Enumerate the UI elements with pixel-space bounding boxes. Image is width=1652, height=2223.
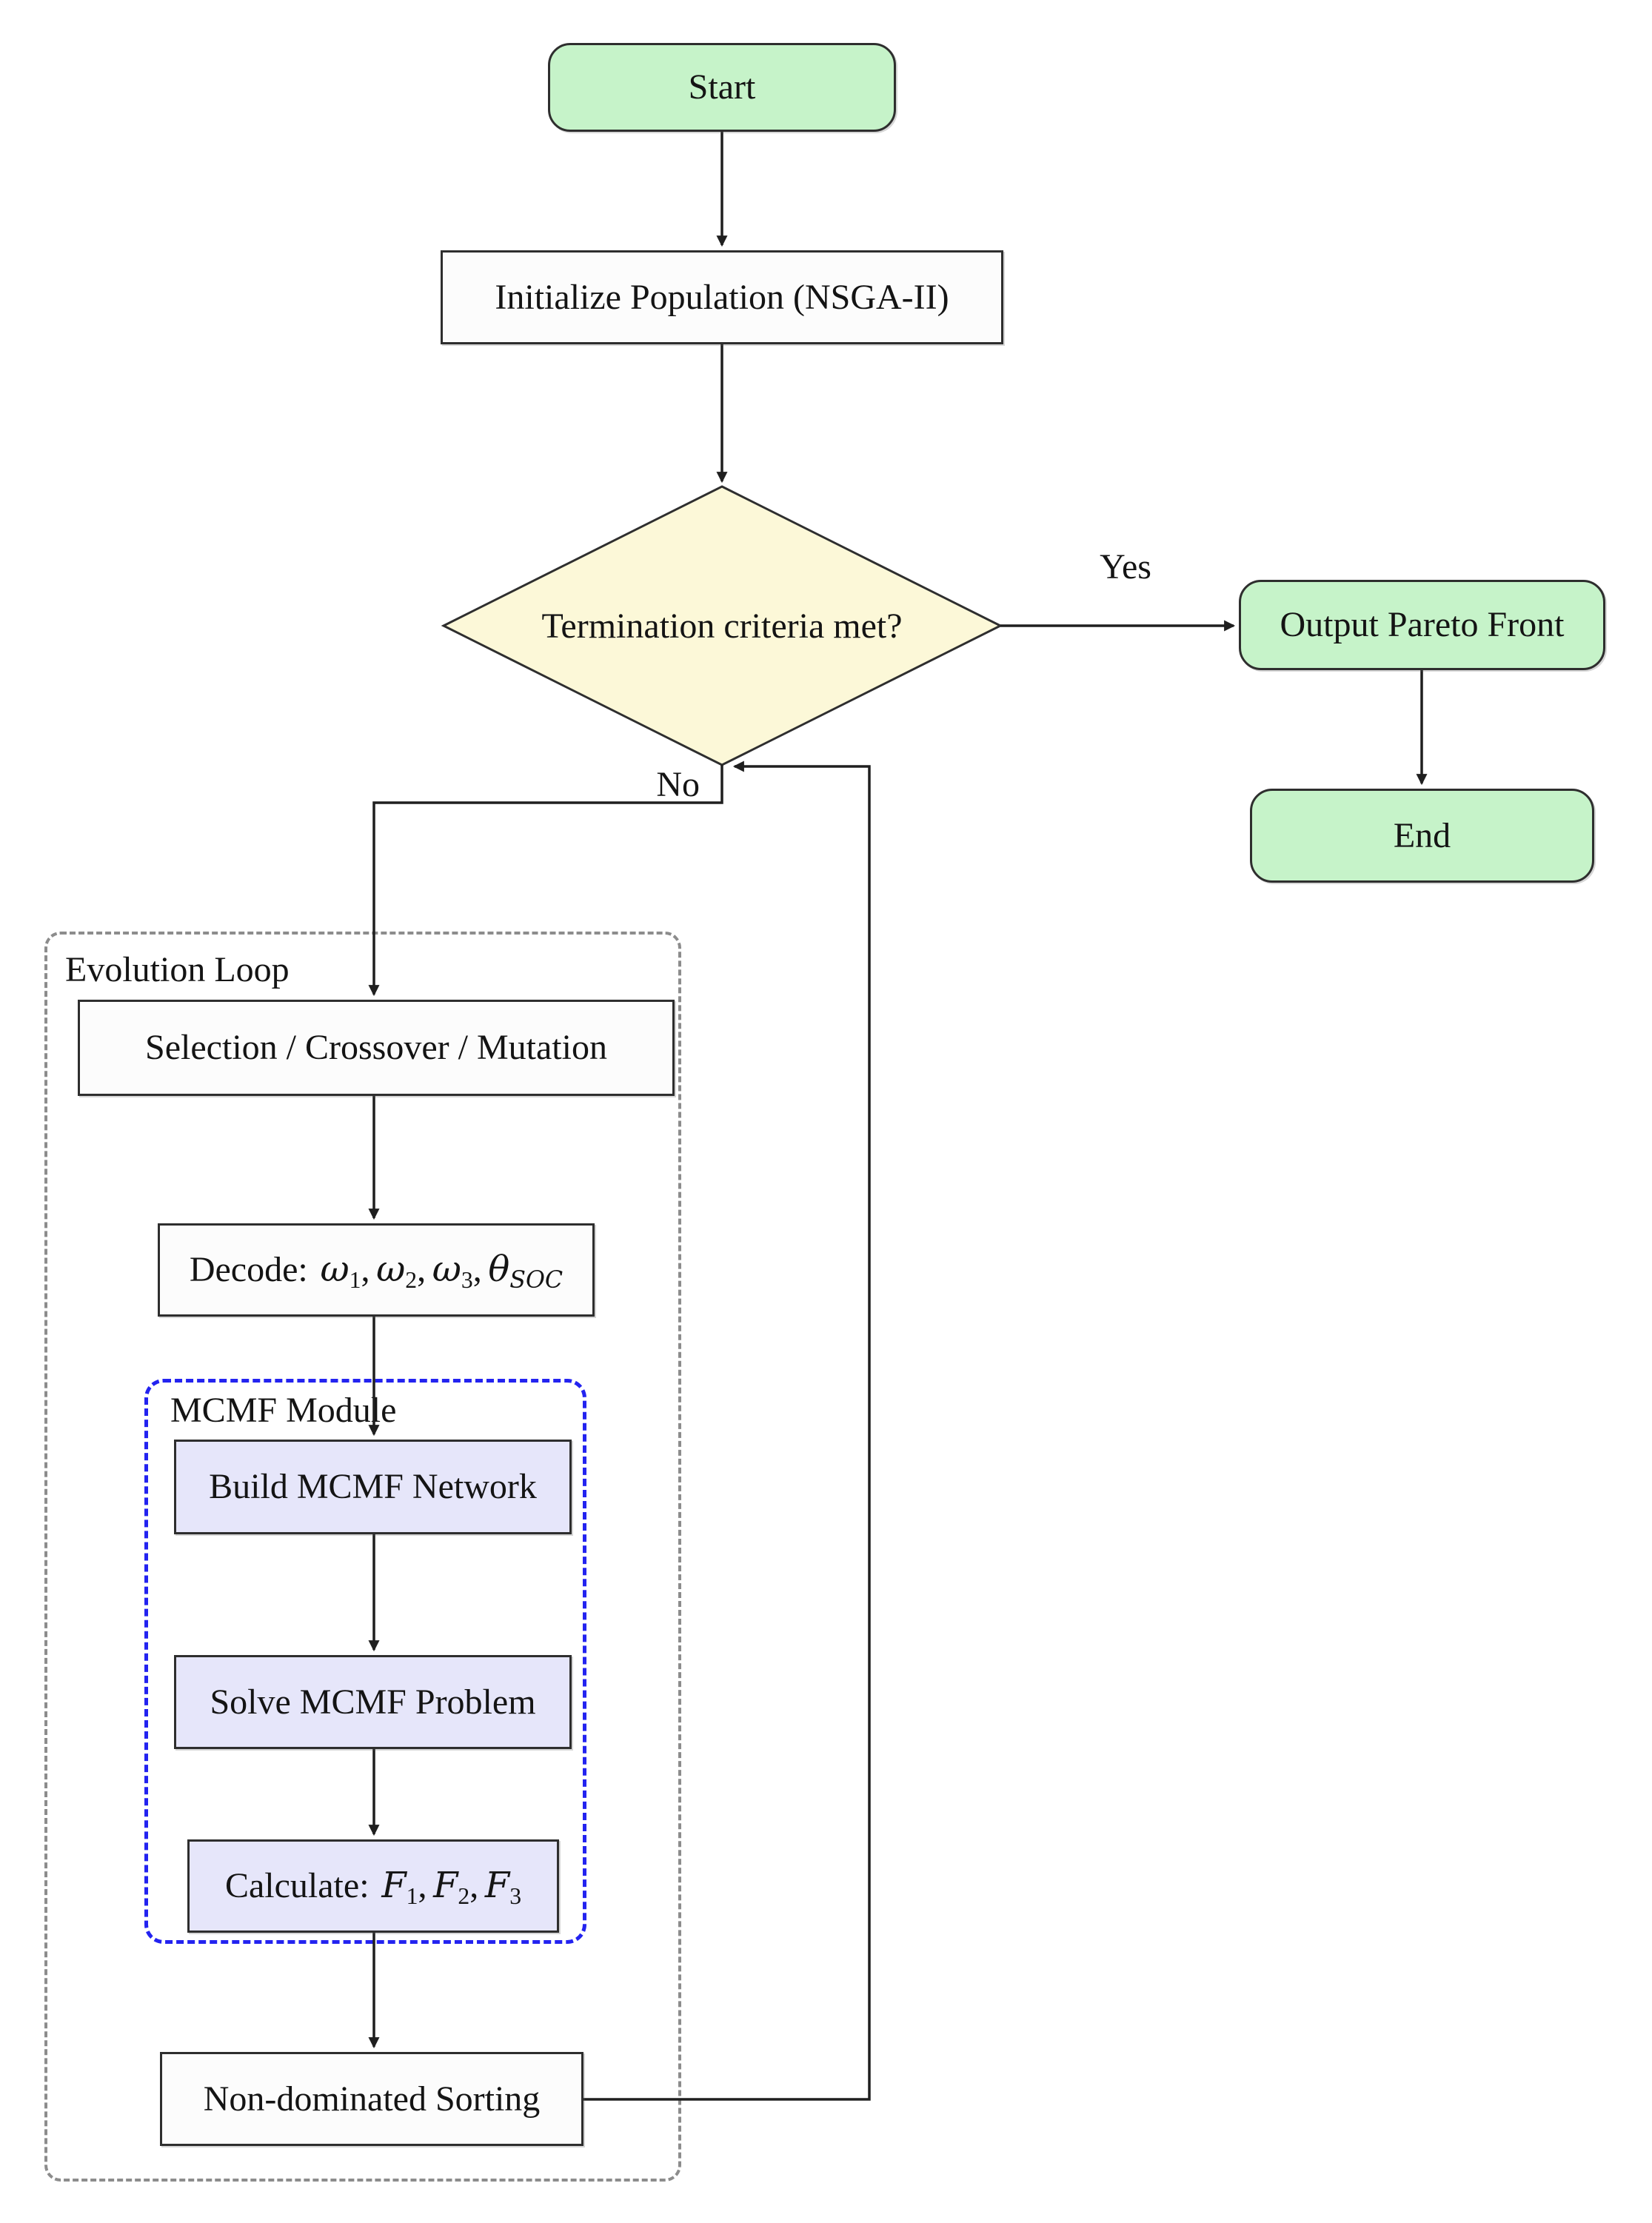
evolution-loop-label: Evolution Loop — [65, 950, 290, 989]
selection-crossover-mutation-label: Selection / Crossover / Mutation — [145, 1028, 607, 1068]
decode-node-label: Decode: ω1,ω2,ω3,θSOC — [189, 1248, 564, 1294]
solve-mcmf-problem-node: Solve MCMF Problem — [174, 1655, 572, 1749]
calculate-prefix: Calculate: — [224, 1866, 369, 1906]
end-node-label: End — [1393, 815, 1451, 855]
decode-term-omega2: ω2, — [376, 1248, 427, 1294]
solve-mcmf-problem-label: Solve MCMF Problem — [210, 1682, 536, 1722]
termination-decision-label: Termination criteria met? — [541, 606, 903, 646]
decode-node: Decode: ω1,ω2,ω3,θSOC — [158, 1223, 595, 1317]
no-edge-label: No — [656, 765, 700, 804]
calculate-objectives-label: Calculate: F1,F2,F3 — [225, 1865, 521, 1908]
calculate-term-f2: F2, — [433, 1865, 479, 1910]
start-node-label: Start — [688, 67, 756, 107]
output-pareto-front-label: Output Pareto Front — [1280, 605, 1565, 645]
end-node: End — [1250, 789, 1594, 883]
output-pareto-front-node: Output Pareto Front — [1239, 580, 1605, 670]
yes-edge-label: Yes — [1100, 547, 1151, 586]
non-dominated-sorting-label: Non-dominated Sorting — [203, 2079, 541, 2119]
decode-prefix: Decode: — [189, 1250, 308, 1290]
build-mcmf-network-label: Build MCMF Network — [209, 1467, 537, 1507]
non-dominated-sorting-node: Non-dominated Sorting — [160, 2052, 583, 2146]
decode-term-omega3: ω3, — [432, 1248, 482, 1294]
mcmf-module-label: MCMF Module — [170, 1391, 397, 1430]
decode-term-omega1: ω1, — [320, 1248, 370, 1294]
start-node: Start — [548, 43, 896, 132]
initialize-population-label: Initialize Population (NSGA-II) — [495, 277, 949, 317]
build-mcmf-network-node: Build MCMF Network — [174, 1440, 572, 1534]
decode-term-theta-soc: θSOC — [488, 1248, 564, 1294]
calculate-term-f1: F1, — [381, 1865, 427, 1910]
termination-decision-diamond: Termination criteria met? — [444, 487, 1000, 765]
selection-crossover-mutation-node: Selection / Crossover / Mutation — [78, 1000, 675, 1096]
calculate-objectives-node: Calculate: F1,F2,F3 — [187, 1839, 559, 1933]
initialize-population-node: Initialize Population (NSGA-II) — [441, 250, 1003, 344]
calculate-term-f3: F3 — [484, 1865, 522, 1910]
